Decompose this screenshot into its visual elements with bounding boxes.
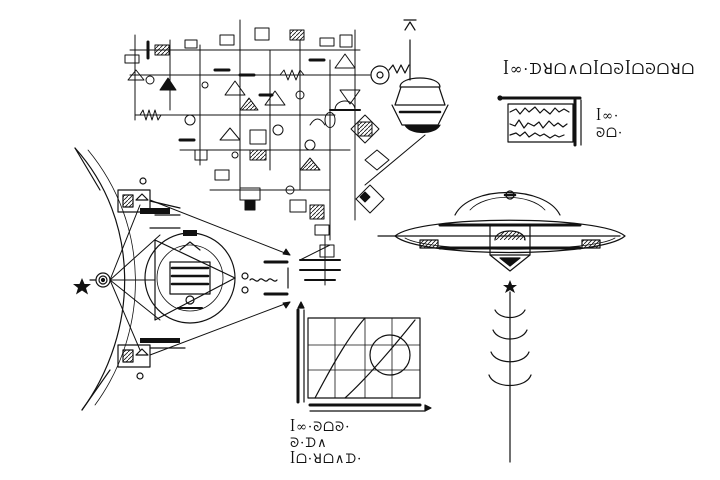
spiral-icon	[95, 272, 111, 288]
inscription-side-line: ꟾ∞·	[596, 109, 620, 124]
inscription-bottom-left-line: ꟾᗝ·ꓤᗝ∧ᗪ·	[290, 452, 363, 467]
inscription-top-right: ꟾ∞·ᗪꓤᗝ∧ᗝꟾᗝᘐꟾᗝᘐᗝꓤᗝ	[503, 60, 696, 78]
graph-icon	[296, 301, 432, 412]
inscription-bottom-left-line: ᘐ·ᗪ∧	[290, 436, 328, 451]
connector-arrows	[149, 199, 291, 356]
inscription-side-line: ᘐᗝ·	[596, 126, 624, 141]
waveform-icon	[497, 95, 582, 147]
circuit-network	[124, 19, 390, 286]
central-orb	[144, 230, 236, 324]
top-dish	[370, 19, 449, 134]
saucer-icon	[377, 190, 626, 272]
inscription-side: ꟾ∞· ᘐᗝ·	[596, 108, 623, 142]
left-arc-structure	[74, 147, 136, 411]
inscription-bottom-left-line: ꟾ∞·ᘐᗝᘐ·	[290, 420, 351, 435]
source-rays	[109, 204, 161, 351]
star-icon	[73, 278, 91, 295]
lower-module	[117, 338, 186, 380]
antenna-icon	[488, 280, 532, 463]
orb-output	[241, 260, 289, 296]
upper-module	[117, 177, 181, 229]
